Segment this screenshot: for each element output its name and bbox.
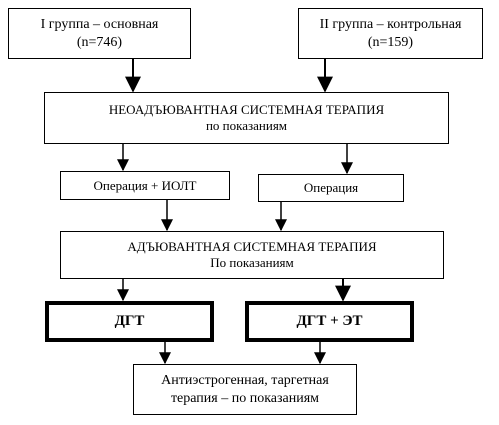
neoadjuvant-title: НЕОАДЪЮВАНТНАЯ СИСТЕМНАЯ ТЕРАПИЯ [108, 102, 385, 118]
adjuvant-therapy-box: АДЪЮВАНТНАЯ СИСТЕМНАЯ ТЕРАПИЯ По показан… [60, 231, 444, 279]
final-line1: Антиэстрогенная, таргетная [161, 373, 329, 389]
group1-box: I группа – основная (n=746) [8, 8, 191, 59]
surgery-label: Операция [303, 180, 359, 196]
group2-count: (n=159) [367, 34, 414, 50]
hormone-et-therapy-label: ДГТ + ЭТ [296, 313, 363, 330]
neoadjuvant-subtitle: по показаниям [205, 118, 288, 133]
group1-count: (n=746) [76, 34, 123, 50]
surgery-iolt-box: Операция + ИОЛТ [60, 171, 230, 200]
hormone-therapy-label: ДГТ [114, 313, 145, 330]
group1-title: I группа – основная [40, 17, 159, 33]
surgery-box: Операция [258, 174, 404, 202]
final-line2: терапия – по показаниям [170, 390, 320, 406]
adjuvant-title: АДЪЮВАНТНАЯ СИСТЕМНАЯ ТЕРАПИЯ [127, 239, 377, 255]
surgery-iolt-label: Операция + ИОЛТ [93, 177, 197, 193]
hormone-therapy-box: ДГТ [45, 301, 214, 342]
group2-box: II группа – контрольная (n=159) [298, 8, 483, 59]
adjuvant-subtitle: По показаниям [210, 255, 294, 270]
hormone-et-therapy-box: ДГТ + ЭТ [245, 301, 414, 342]
antiestrogen-targeted-box: Антиэстрогенная, таргетная терапия – по … [133, 364, 357, 415]
neoadjuvant-therapy-box: НЕОАДЪЮВАНТНАЯ СИСТЕМНАЯ ТЕРАПИЯ по пока… [44, 92, 449, 144]
group2-title: II группа – контрольная [319, 17, 462, 33]
